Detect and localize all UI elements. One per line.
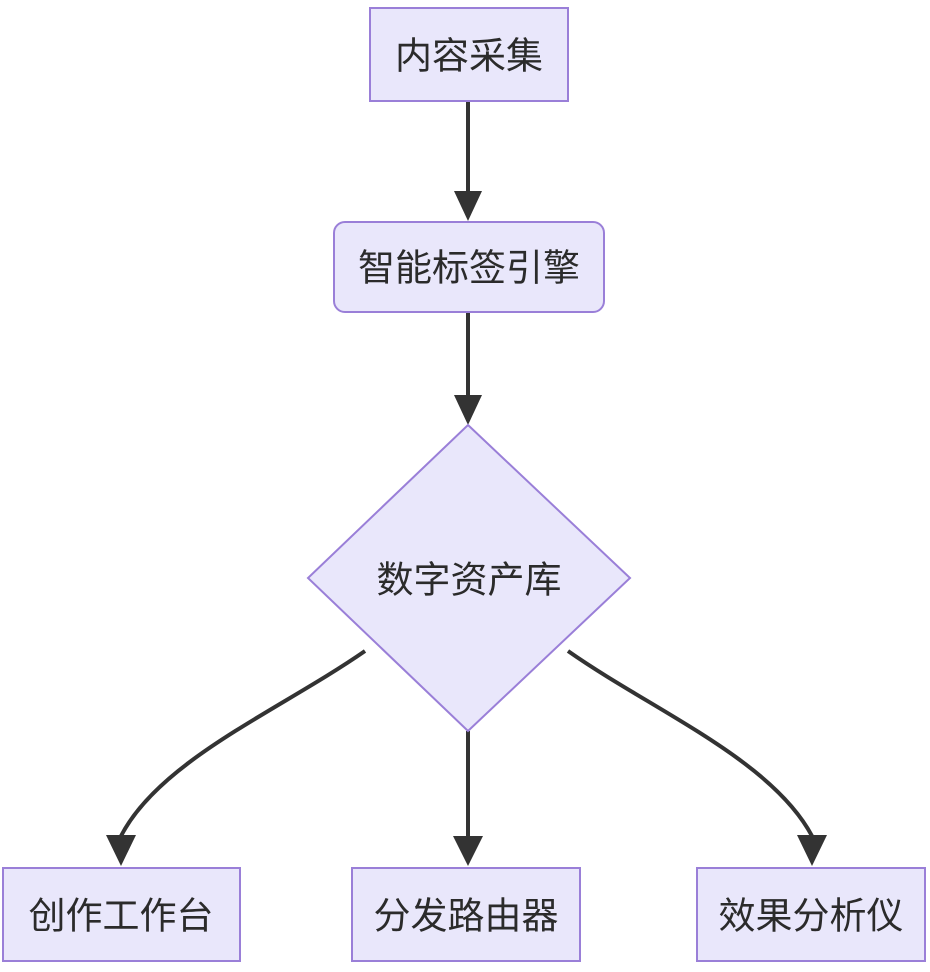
arrowhead-icon <box>454 395 482 425</box>
node-content-capture[interactable]: 内容采集 <box>369 7 569 102</box>
node-asset-library[interactable]: 数字资产库 <box>306 423 632 733</box>
arrowhead-icon <box>454 191 482 221</box>
edge-tagengine-to-assetlib[interactable] <box>454 312 482 425</box>
edge-assetlib-to-router[interactable] <box>453 731 483 866</box>
node-distribution-router[interactable]: 分发路由器 <box>351 867 581 962</box>
node-performance-analyzer[interactable]: 效果分析仪 <box>696 867 926 962</box>
node-creation-studio[interactable]: 创作工作台 <box>2 867 241 962</box>
node-label-distribution-router: 分发路由器 <box>374 896 559 937</box>
node-label-asset-library: 数字资产库 <box>377 560 562 601</box>
edge-line <box>119 649 367 837</box>
node-shape-rectangle <box>351 867 581 962</box>
arrowhead-icon <box>106 835 136 866</box>
node-label-creation-studio: 创作工作台 <box>29 896 214 937</box>
node-shape-rectangle <box>2 867 241 962</box>
edge-line <box>566 649 814 837</box>
node-tag-engine[interactable]: 智能标签引擎 <box>333 221 605 313</box>
node-shape-rectangle <box>369 7 569 102</box>
node-label-performance-analyzer: 效果分析仪 <box>719 896 904 937</box>
edge-assetlib-to-analytics[interactable] <box>566 649 827 866</box>
node-shape-diamond <box>306 423 632 733</box>
node-label-tag-engine: 智能标签引擎 <box>358 248 580 289</box>
node-label-content-capture: 内容采集 <box>395 36 543 77</box>
node-layer: 内容采集 智能标签引擎 数字资产库 创作工作台 分发路由器 <box>2 7 926 962</box>
edge-layer <box>106 101 827 866</box>
node-shape-rounded-rectangle <box>333 221 605 313</box>
arrowhead-icon <box>797 835 827 866</box>
edge-assetlib-to-studio[interactable] <box>106 649 367 866</box>
arrowhead-icon <box>453 836 483 866</box>
edge-content-to-tagengine[interactable] <box>454 101 482 221</box>
node-shape-rectangle <box>696 867 926 962</box>
